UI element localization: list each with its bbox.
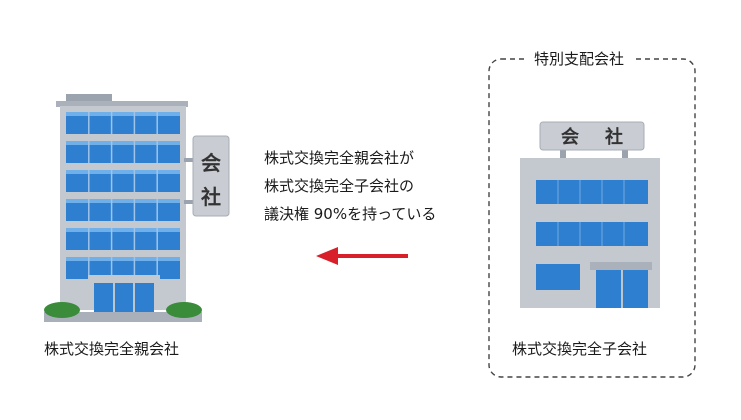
parent-building-icon: 会 社 [44,94,230,322]
subsidiary-sign [539,121,645,151]
description-line-1: 株式交換完全親会社が [264,149,415,167]
tower-floor-band [66,112,180,134]
subsidiary-company-label: 株式交換完全子会社 [512,340,648,358]
subsidiary-sign-char-2: 社 [605,126,623,148]
subsidiary-sign-char-1: 会 [561,126,579,148]
tower-floor-band [66,170,180,192]
tower-floor-band [66,141,180,163]
tower-floor-band [66,257,180,279]
subsidiary-building-icon: 会 社 [520,121,660,308]
special-controlling-company-label: 特別支配会社 [526,50,633,68]
ownership-arrow [316,247,408,265]
tower-floor-highlight [66,228,180,232]
description-line-2: 株式交換完全子会社の [264,177,415,195]
parent-sign-char-2: 社 [200,185,221,209]
tower-floor-band [66,199,180,221]
tower-floor-highlight [66,199,180,203]
tower-floor-highlight [66,170,180,174]
tower-floor-highlight [66,112,180,116]
parent-company-label: 株式交換完全親会社 [44,340,180,358]
tower-floor-highlight [66,141,180,145]
parent-sign-char-1: 会 [201,151,221,175]
tower-floor-highlight [66,257,180,261]
relationship-description: 株式交換完全親会社が 株式交換完全子会社の 議決権 90%を持っている [264,144,436,228]
tower-floor-band [66,228,180,250]
parent-sign [192,135,230,217]
description-line-3: 議決権 90%を持っている [264,205,437,223]
